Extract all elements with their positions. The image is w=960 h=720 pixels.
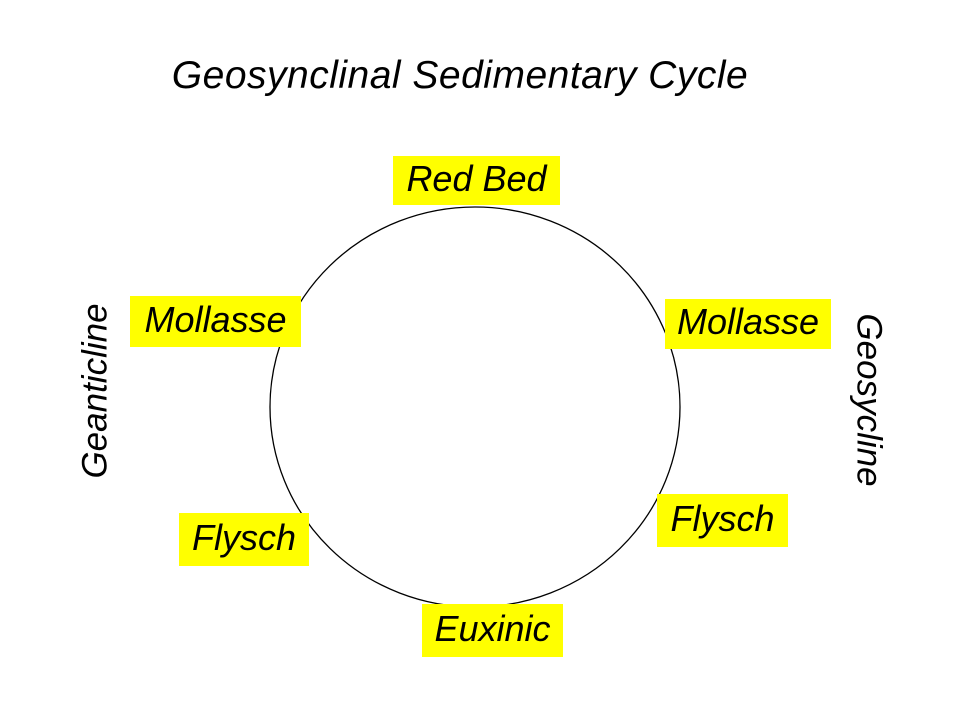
stage-label-euxinic: Euxinic [422,604,563,657]
slide-title: Geosynclinal Sedimentary Cycle [171,54,749,97]
side-label-geosycline: Geosycline [849,313,889,487]
stage-label-flysch-left: Flysch [179,513,309,566]
stage-label-flysch-right: Flysch [657,494,788,547]
stage-label-mollasse-left: Mollasse [130,296,301,347]
stage-label-mollasse-right: Mollasse [665,299,831,349]
side-label-geanticline: Geanticline [75,303,115,479]
cycle-circle-outline [269,206,681,608]
stage-label-red-bed: Red Bed [393,156,560,205]
